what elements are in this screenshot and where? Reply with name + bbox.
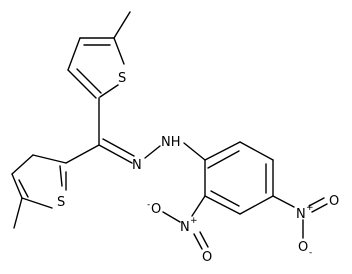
bond bbox=[67, 69, 97, 99]
bond bbox=[113, 37, 125, 65]
bond bbox=[113, 11, 131, 39]
bond bbox=[162, 211, 181, 223]
ortho-nitro-oxygen-a: O bbox=[151, 202, 161, 217]
bond bbox=[272, 195, 295, 208]
ortho-nitro-oxygen-a-charge: - bbox=[147, 200, 150, 210]
bond bbox=[13, 197, 23, 229]
bond bbox=[191, 195, 206, 217]
benzene-ring bbox=[183, 141, 274, 215]
ortho-nitro-nitrogen: N bbox=[180, 220, 190, 235]
bond bbox=[183, 142, 206, 161]
bond bbox=[11, 154, 34, 175]
bond bbox=[65, 144, 100, 164]
bond bbox=[199, 231, 209, 248]
bond bbox=[21, 197, 53, 209]
bond bbox=[76, 68, 102, 94]
bond bbox=[102, 138, 135, 157]
bond bbox=[308, 197, 325, 207]
bond bbox=[32, 154, 67, 164]
bond bbox=[204, 141, 241, 161]
para-nitro-group bbox=[272, 195, 328, 239]
para-nitro-oxygen-b: O bbox=[298, 240, 308, 255]
sulfur-atom-upper: S bbox=[118, 71, 126, 86]
sulfur-atom-lower: S bbox=[57, 195, 65, 210]
bond bbox=[99, 84, 119, 98]
para-nitro-oxygen-a: O bbox=[329, 194, 339, 209]
bond bbox=[11, 173, 23, 199]
para-nitro-oxygen-b-charge: - bbox=[309, 248, 312, 258]
imine-nitrogen: N bbox=[132, 158, 142, 173]
bond bbox=[59, 165, 63, 187]
bond bbox=[207, 150, 240, 169]
ortho-nitro-oxygen-b: O bbox=[202, 250, 212, 265]
bond bbox=[239, 195, 274, 215]
bond bbox=[204, 195, 241, 215]
bond bbox=[193, 233, 203, 250]
upper-thiophene-ring bbox=[67, 11, 131, 99]
hydrazine-nh: NH bbox=[161, 135, 181, 150]
para-nitro-nitrogen: N bbox=[296, 207, 306, 222]
bond bbox=[67, 37, 81, 71]
bond bbox=[311, 203, 328, 213]
bond bbox=[98, 144, 133, 164]
bond bbox=[18, 179, 29, 198]
bond bbox=[239, 141, 274, 161]
lower-thiophene-ring bbox=[11, 154, 67, 229]
ortho-nitro-nitrogen-charge: + bbox=[190, 216, 198, 226]
bond bbox=[210, 190, 240, 207]
para-nitro-nitrogen-charge: + bbox=[306, 203, 314, 213]
ortho-nitro-group bbox=[162, 195, 209, 250]
bond bbox=[144, 145, 161, 159]
